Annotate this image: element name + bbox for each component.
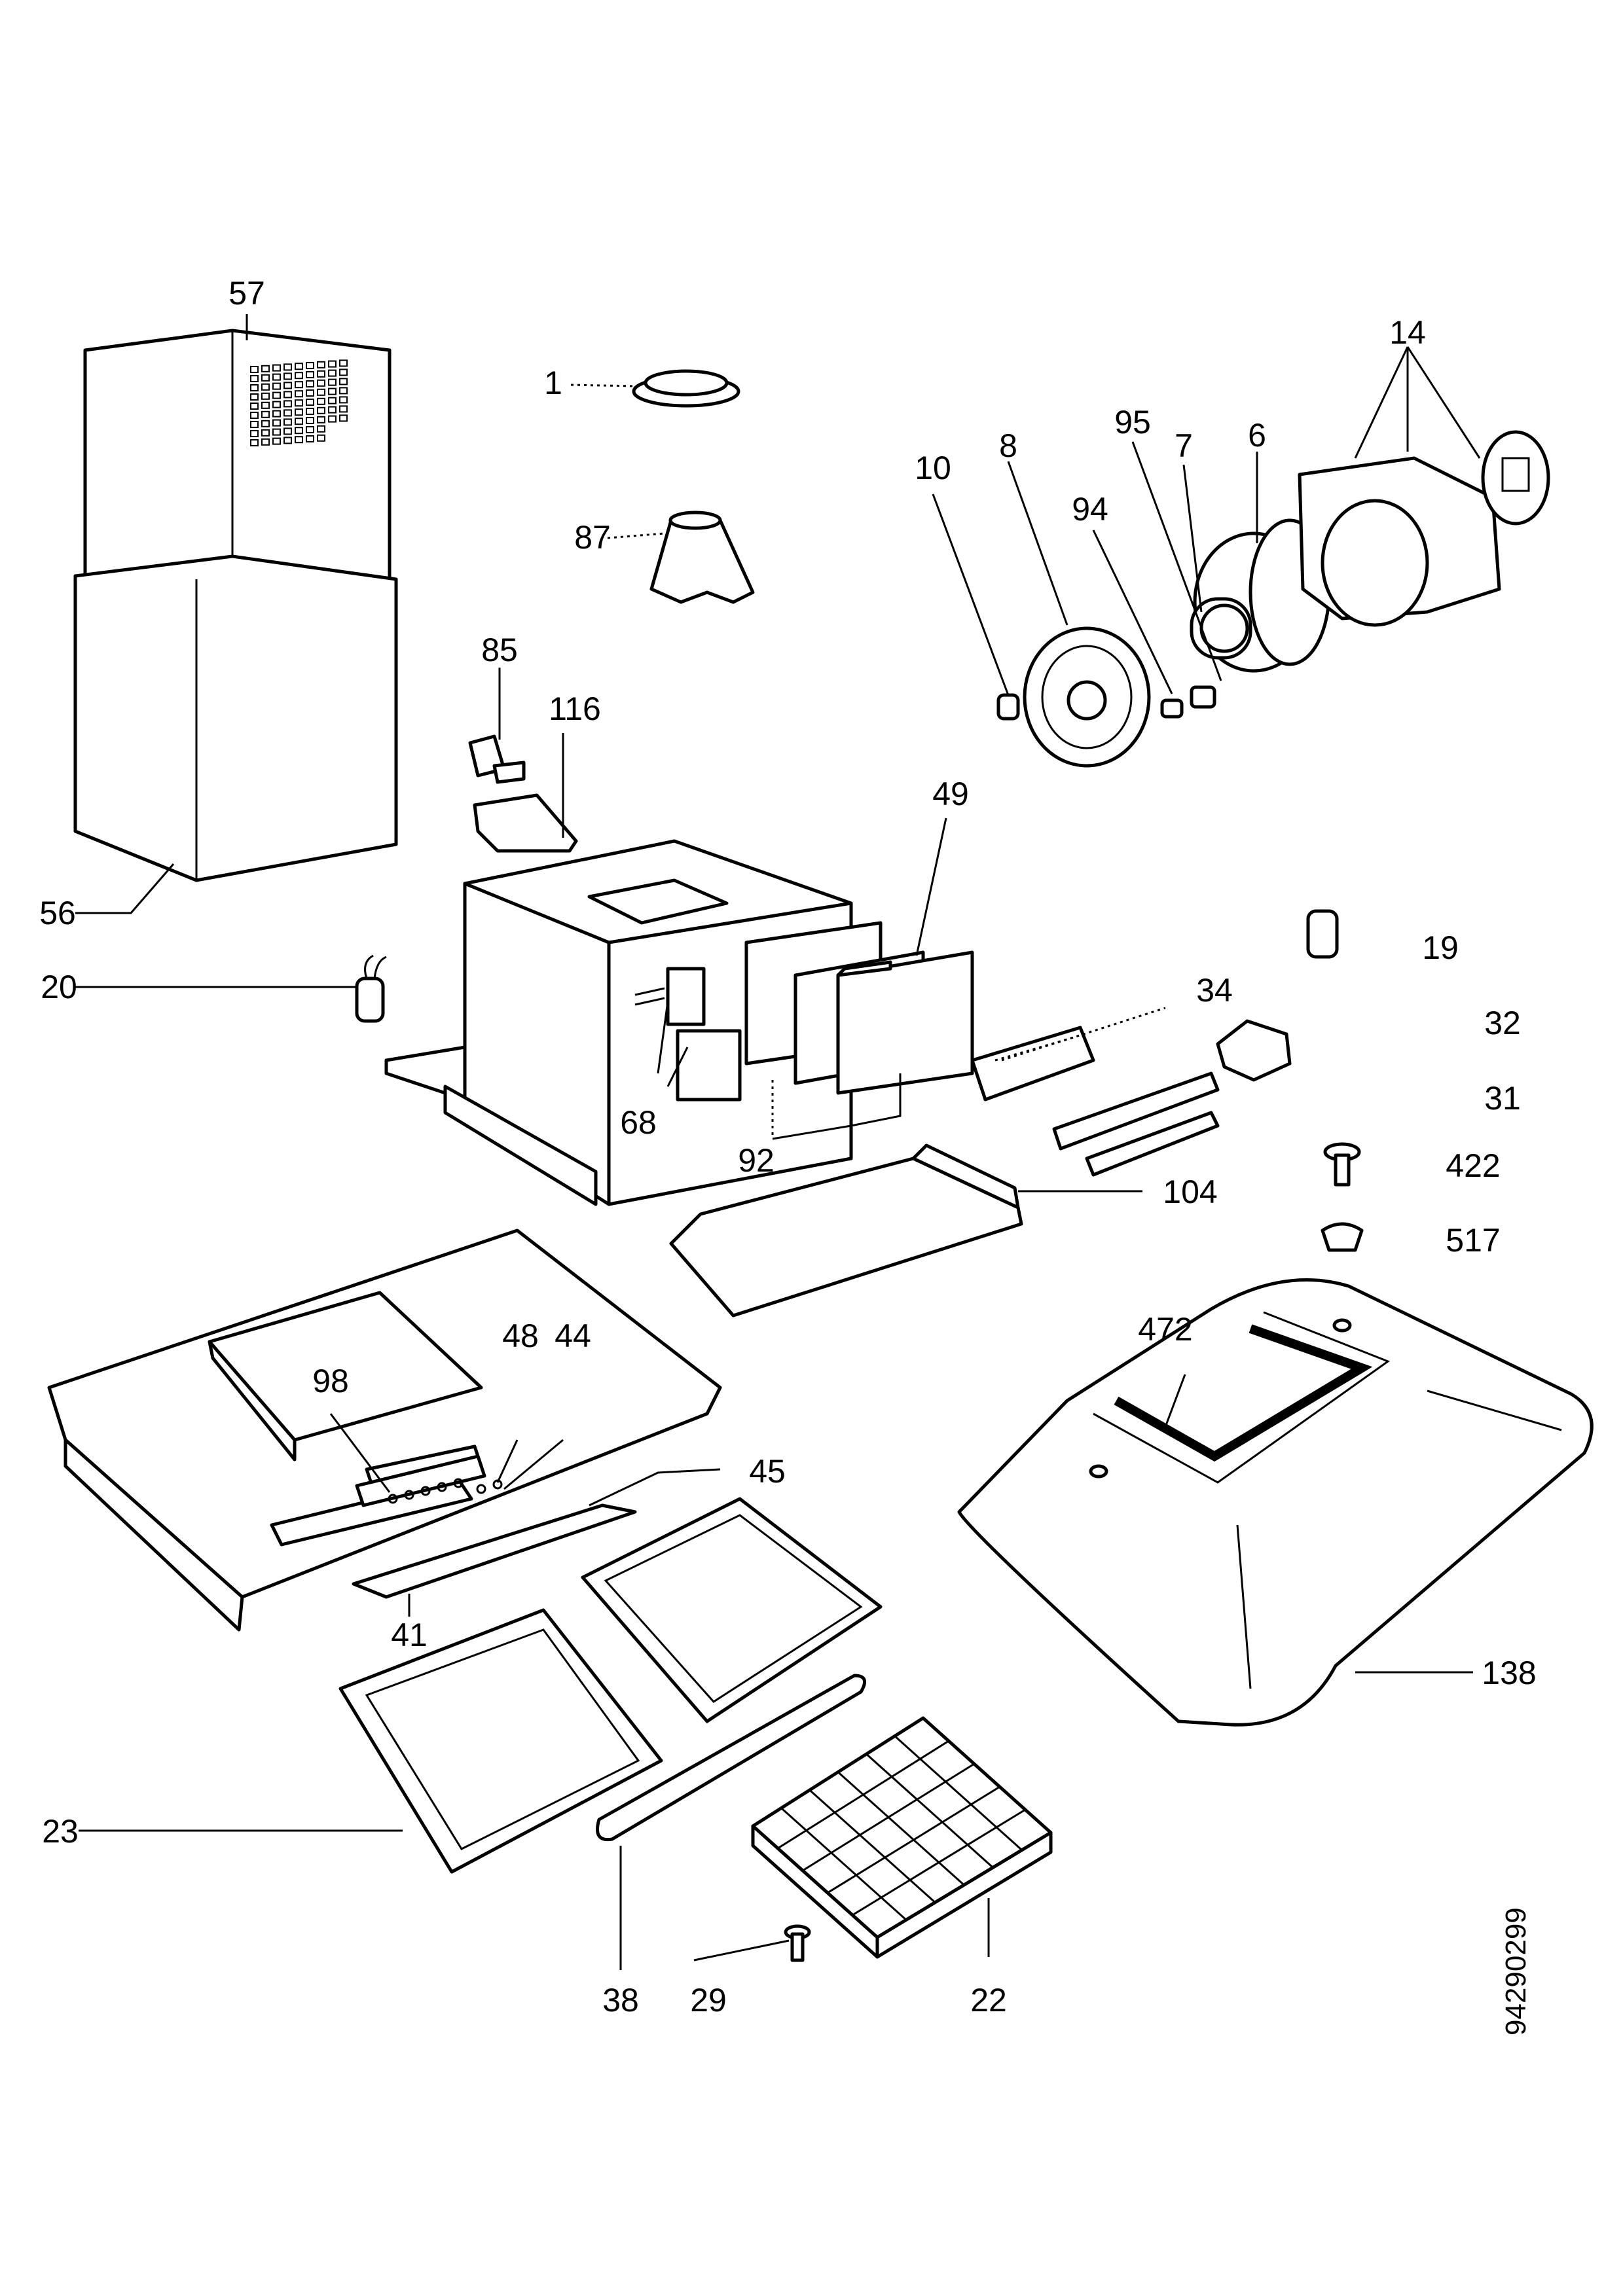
label-94: 94: [1072, 491, 1108, 528]
part-clip: [1321, 1222, 1364, 1252]
label-10: 10: [915, 450, 951, 486]
part-control-panel: [355, 1454, 503, 1507]
label-19: 19: [1422, 929, 1459, 966]
part-grease-filter-lower: [338, 1608, 663, 1874]
label-23: 23: [42, 1813, 79, 1850]
label-48: 48: [502, 1318, 539, 1354]
label-7: 7: [1175, 427, 1193, 464]
part-small-cylinder: [1306, 909, 1339, 959]
label-14: 14: [1389, 314, 1426, 351]
part-glass-canopy: [957, 1278, 1594, 1727]
part-charcoal-filter: [751, 1716, 1053, 1959]
label-32: 32: [1484, 1005, 1521, 1041]
part-lamp-holder: [1216, 1019, 1292, 1082]
label-1: 1: [544, 365, 562, 401]
label-6: 6: [1248, 417, 1266, 454]
part-seal-gasket: [596, 1674, 867, 1842]
label-44: 44: [555, 1318, 591, 1354]
part-filter-screw: [784, 1924, 811, 1962]
label-56: 56: [39, 895, 76, 931]
part-lamp-tube: [1052, 1071, 1220, 1177]
part-adapter: [649, 511, 755, 604]
label-87: 87: [574, 519, 611, 556]
label-57: 57: [228, 275, 265, 312]
part-cover-plate: [669, 1143, 1023, 1318]
part-bracket-long: [473, 793, 578, 853]
label-95: 95: [1114, 404, 1151, 440]
label-34: 34: [1196, 972, 1233, 1009]
label-422: 422: [1446, 1147, 1500, 1184]
part-small-knob: [996, 693, 1020, 721]
label-85: 85: [481, 632, 518, 668]
part-motor-flange: [1023, 626, 1151, 768]
label-22: 22: [970, 1982, 1007, 2018]
label-38: 38: [602, 1982, 639, 2018]
chimney-cover-lower: [73, 554, 398, 882]
label-92: 92: [738, 1142, 775, 1179]
leader-lines: [75, 314, 1481, 1970]
label-8: 8: [999, 427, 1017, 464]
hood-canopy: [47, 1229, 722, 1632]
label-116: 116: [549, 691, 601, 727]
label-104: 104: [1163, 1174, 1217, 1210]
label-20: 20: [41, 969, 77, 1005]
part-terminal-block: [970, 1026, 1095, 1102]
part-bracket-small: [468, 734, 526, 784]
label-138: 138: [1482, 1655, 1536, 1691]
part-spacers: [1160, 685, 1216, 719]
label-49: 49: [932, 776, 969, 812]
drawing-code: 94290299: [1500, 1907, 1532, 2036]
label-68: 68: [620, 1104, 657, 1141]
part-number-labels: 57 1 14 95 10 8 7 6 94 87 85 116 49 56 2…: [39, 275, 1537, 2018]
label-41: 41: [391, 1617, 428, 1653]
part-fan-housing: [1298, 430, 1550, 627]
part-cap: [632, 369, 740, 408]
chimney-vent-grille: [250, 359, 348, 446]
part-screw: [1323, 1142, 1361, 1187]
label-472: 472: [1138, 1311, 1192, 1348]
label-98: 98: [312, 1363, 349, 1399]
part-capacitor: [355, 954, 387, 1023]
label-45: 45: [749, 1453, 786, 1490]
label-29: 29: [690, 1982, 727, 2018]
label-31: 31: [1484, 1080, 1521, 1117]
part-circuit-boards: [744, 921, 974, 1095]
label-517: 517: [1446, 1222, 1500, 1259]
part-grease-filter-upper: [581, 1497, 883, 1723]
part-diffuser-strip: [352, 1503, 637, 1599]
